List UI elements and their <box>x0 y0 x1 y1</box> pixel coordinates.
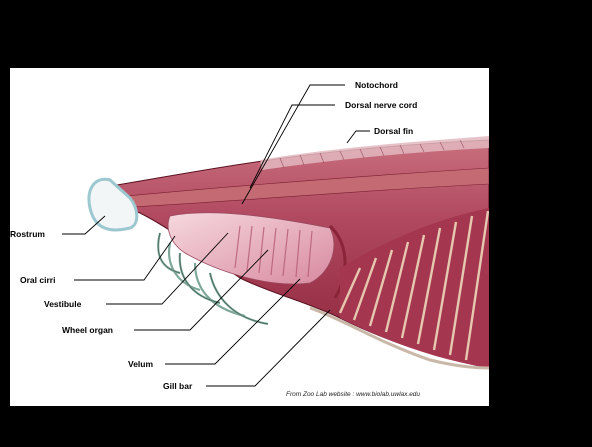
source-credit: From Zoo Lab website : www.biolab.uwlax.… <box>286 391 420 398</box>
lancelet-micrograph <box>10 68 489 406</box>
label-wheel-organ: Wheel organ <box>62 325 113 335</box>
label-rostrum: Rostrum <box>10 229 45 239</box>
label-oral-cirri: Oral cirri <box>20 275 55 285</box>
label-dorsal-nerve-cord: Dorsal nerve cord <box>345 100 417 110</box>
label-notochord: Notochord <box>355 80 398 90</box>
figure-panel: Notochord Dorsal nerve cord Dorsal fin R… <box>10 68 489 406</box>
label-dorsal-fin: Dorsal fin <box>374 126 413 136</box>
label-vestibule: Vestibule <box>44 299 81 309</box>
label-gill-bar: Gill bar <box>163 381 192 391</box>
label-velum: Velum <box>128 359 153 369</box>
